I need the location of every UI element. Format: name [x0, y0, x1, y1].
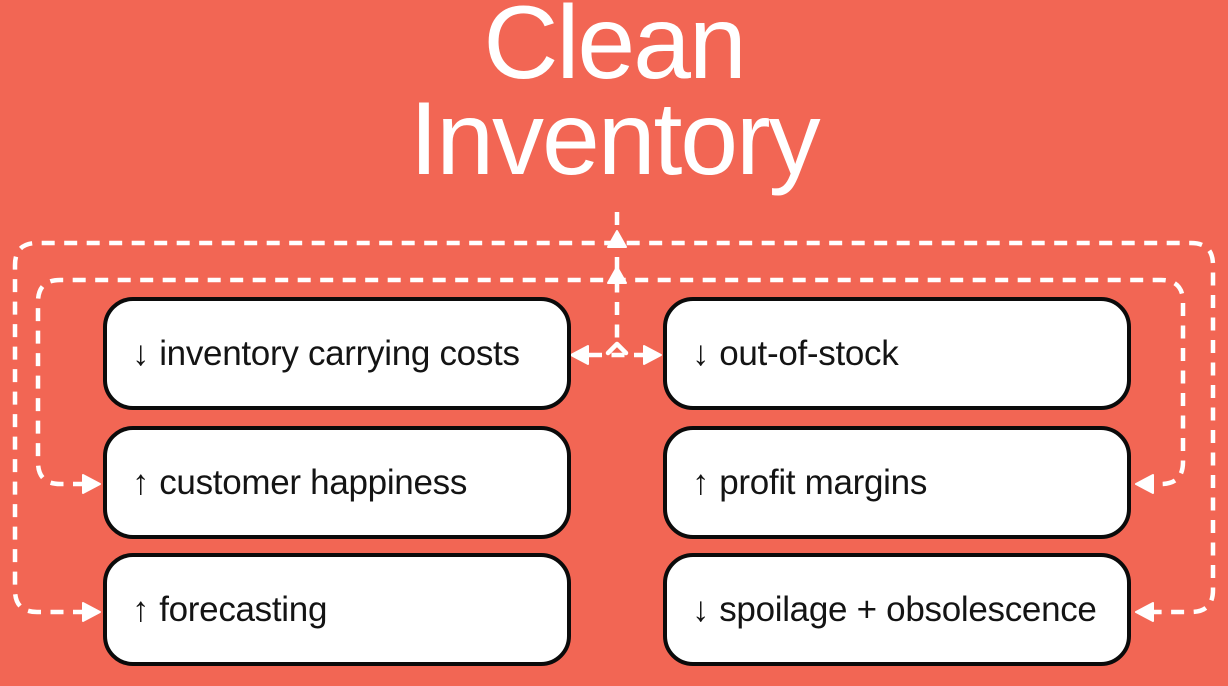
down-arrow-icon: ↓: [692, 589, 710, 629]
arrowhead-into-spoilage-icon: [1135, 602, 1154, 622]
arrowhead-into-forecasting-icon: [82, 602, 101, 622]
arrowhead-into-customer-happiness-icon: [82, 474, 101, 494]
up-arrow-icon: ↑: [692, 462, 710, 502]
node-inventory-carrying-costs: ↓ inventory carrying costs: [103, 297, 571, 410]
inner-loop-line: [35, 277, 1186, 487]
down-arrow-icon: ↓: [692, 333, 710, 373]
node-label: customer happiness: [159, 462, 468, 502]
arrowhead-into-carrying-costs-icon: [570, 345, 589, 365]
node-label: forecasting: [159, 589, 328, 629]
node-customer-happiness: ↑ customer happiness: [103, 426, 571, 539]
node-profit-margins: ↑ profit margins: [663, 426, 1131, 539]
node-label: inventory carrying costs: [159, 333, 520, 373]
arrowhead-up-inner-icon: [607, 266, 627, 284]
title-line-2: Inventory: [409, 80, 820, 197]
junction-chevron-icon: [605, 341, 629, 356]
node-forecasting: ↑ forecasting: [103, 553, 571, 666]
node-label: profit margins: [719, 462, 928, 502]
node-out-of-stock: ↓ out-of-stock: [663, 297, 1131, 410]
node-spoilage-obsolescence: ↓ spoilage + obsolescence: [663, 553, 1131, 666]
down-arrow-icon: ↓: [132, 333, 150, 373]
node-label: spoilage + obsolescence: [719, 589, 1097, 629]
title-line-1: Clean: [483, 0, 746, 101]
arrowhead-up-outer-icon: [607, 230, 627, 248]
up-arrow-icon: ↑: [132, 462, 150, 502]
arrowhead-into-profit-margins-icon: [1135, 474, 1154, 494]
up-arrow-icon: ↑: [132, 589, 150, 629]
arrowhead-into-out-of-stock-icon: [643, 345, 662, 365]
node-label: out-of-stock: [719, 333, 899, 373]
